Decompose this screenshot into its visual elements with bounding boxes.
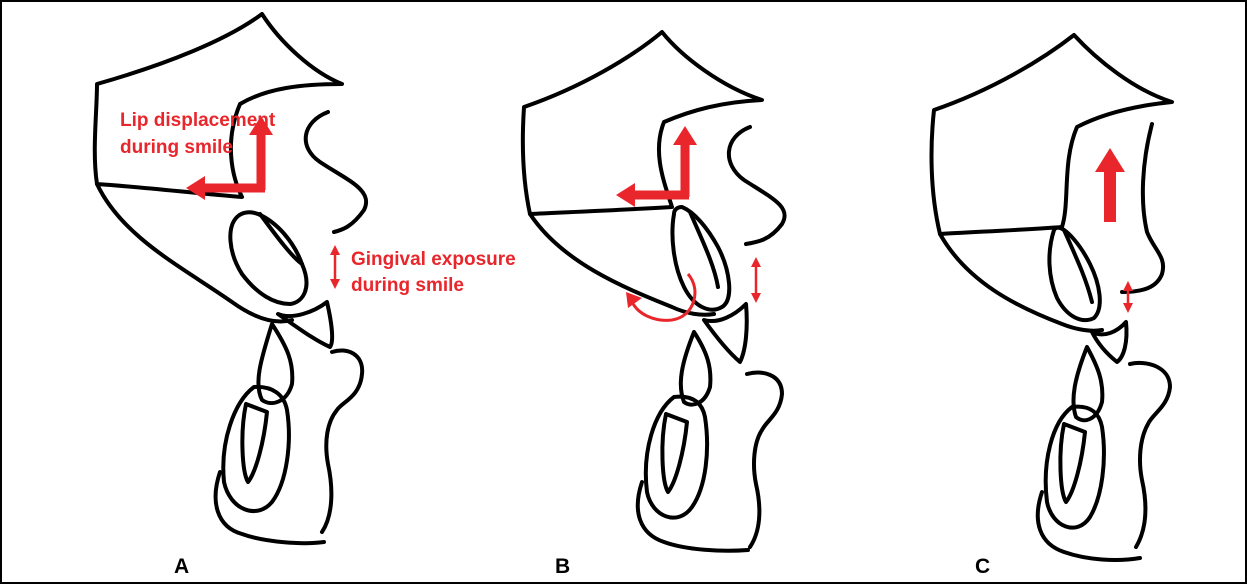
gingival-exposure-label-line2: during smile: [351, 275, 464, 296]
panel-b-mandible-inner: [662, 414, 687, 492]
panel-c-incisor-tip: [1092, 322, 1127, 362]
panel-c-letter: C: [975, 555, 990, 578]
panel-a-lower-lip: [322, 350, 362, 532]
panel-c-palate-line: [940, 234, 1102, 331]
panel-b-lower-lip: [747, 373, 782, 547]
panel-b-letter: B: [555, 555, 570, 578]
panel-c-mandible-inner: [1060, 424, 1085, 502]
panel-a-upper-lip: [306, 112, 366, 232]
panel-b-upper-incisor: [672, 207, 729, 310]
panel-c-lip-displacement-arrow: [1095, 148, 1125, 222]
panel-c-chin: [1038, 492, 1140, 560]
panel-a-palate-line: [97, 184, 292, 321]
panel-b-outline: [523, 32, 785, 551]
panel-b-chin: [638, 482, 748, 551]
panel-a-incisor-tip: [278, 302, 332, 347]
panel-c-lower-lip: [1130, 363, 1170, 547]
panel-a-mandible-outer: [223, 387, 289, 511]
panel-b-lip-displacement-arrows: [616, 126, 697, 207]
panel-a-chin: [216, 472, 324, 543]
panel-c-upper-lip: [1122, 124, 1163, 292]
panel-a-letter: A: [174, 555, 189, 578]
panel-a-outline: [95, 14, 366, 543]
lip-displacement-label-line1: Lip displacement: [120, 110, 276, 131]
gingival-exposure-label-line1: Gingival exposure: [351, 249, 516, 270]
panel-c-incisor-root-line: [1064, 230, 1092, 302]
panel-b-rotation-arrow: [626, 274, 695, 320]
panel-c-mandible-outer: [1046, 407, 1104, 528]
panel-c-maxilla: [932, 35, 1172, 234]
lip-displacement-label-line2: during smile: [120, 137, 233, 158]
panel-b-maxilla: [523, 32, 762, 214]
panel-a-mandible-inner: [242, 404, 267, 482]
panel-a-maxilla: [95, 14, 342, 197]
panel-c-outline: [932, 35, 1172, 560]
panel-c-upper-incisor: [1049, 228, 1099, 320]
panel-b-lower-incisor: [681, 332, 711, 405]
panel-b-upper-lip: [729, 127, 785, 244]
panel-b-palate-line: [530, 214, 714, 315]
panel-a-incisor-root-line: [260, 214, 302, 264]
panel-b-mandible-outer: [646, 397, 707, 518]
